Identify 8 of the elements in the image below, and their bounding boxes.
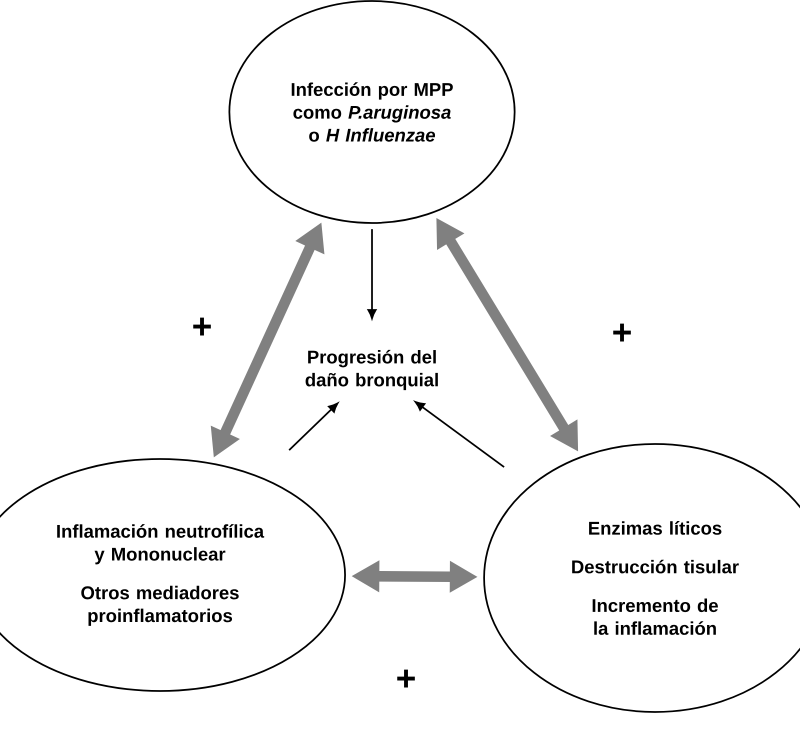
center-text: Progresión del daño bronquial bbox=[306, 350, 438, 390]
arrow bbox=[414, 401, 505, 468]
arrow bbox=[368, 229, 377, 320]
arrow bbox=[288, 402, 338, 451]
circle-node: Infección por MPP como P.aruginosa o H Influenzae bbox=[228, 0, 516, 224]
plus-sign: + bbox=[613, 324, 631, 342]
plus-sign: + bbox=[397, 670, 415, 688]
plus-sign: + bbox=[193, 318, 211, 336]
